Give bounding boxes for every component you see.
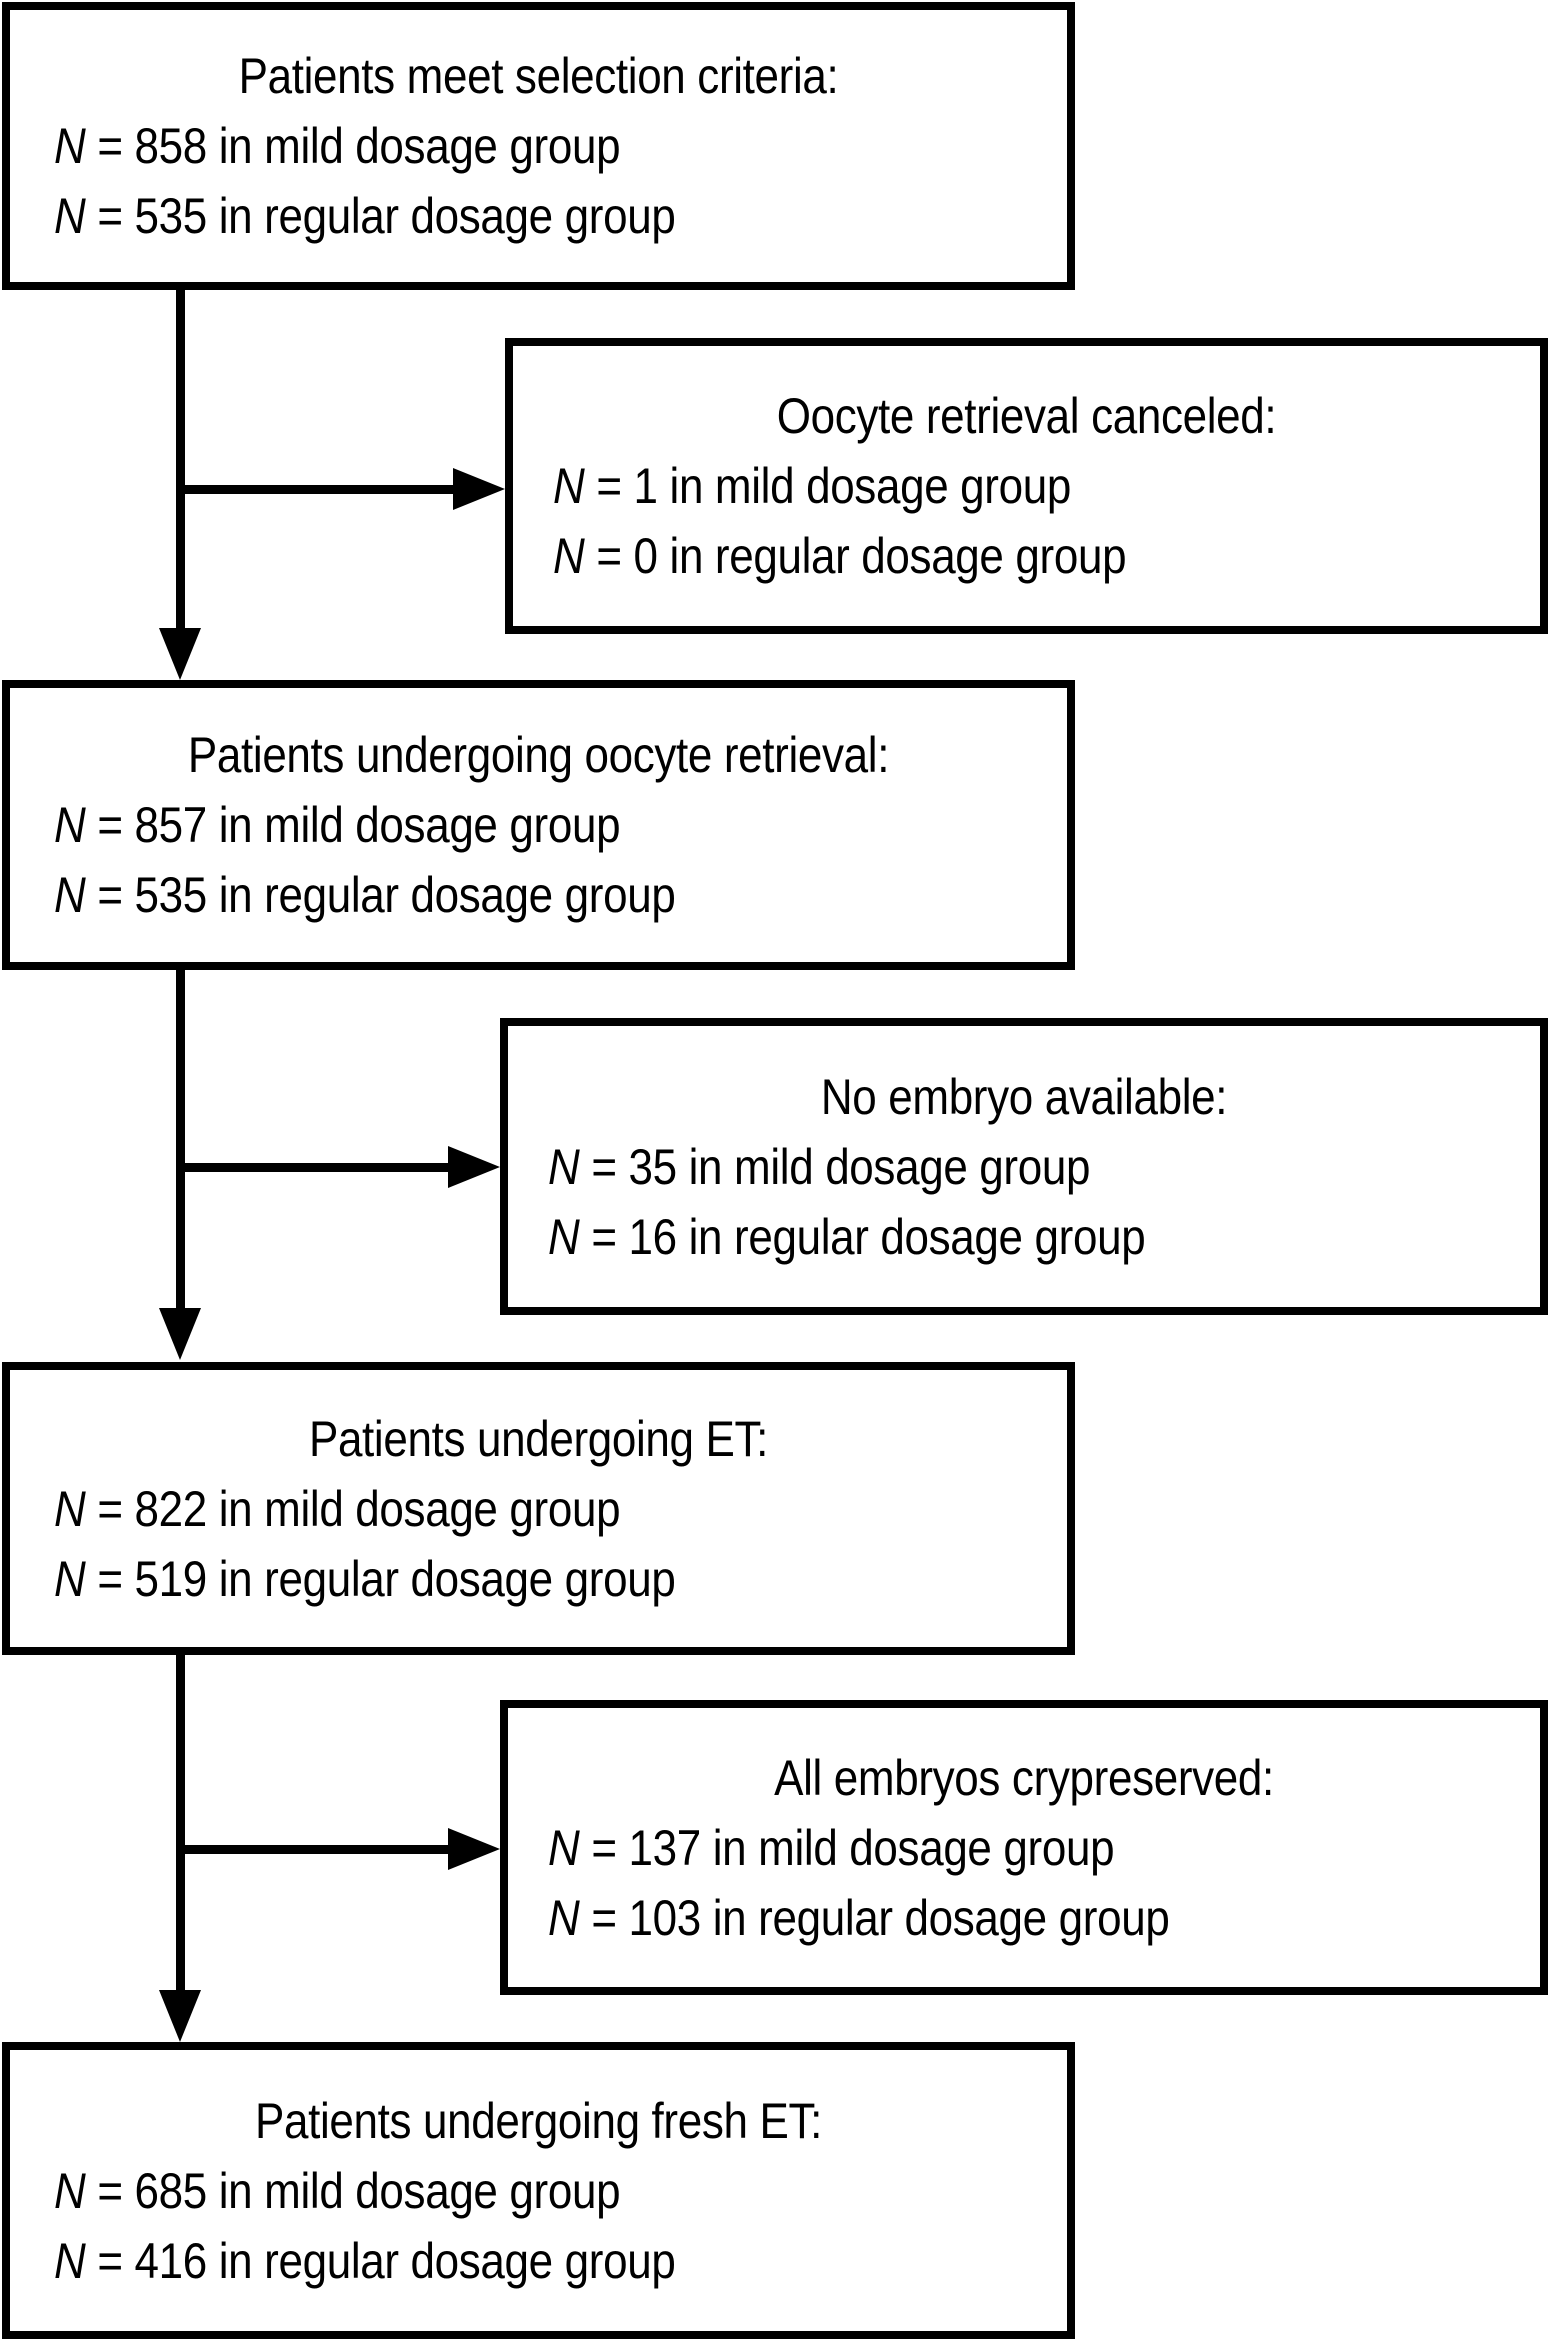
n-symbol: N: [54, 797, 86, 853]
n-value: = 535 in regular dosage group: [97, 188, 676, 244]
node-title: Patients undergoing fresh ET:: [254, 2092, 823, 2149]
n-symbol: N: [553, 458, 585, 514]
node-stat-line: N = 822 in mild dosage group: [54, 1481, 907, 1537]
node-all-embryos-crypreserved: All embryos crypreserved: N = 137 in mil…: [500, 1700, 1548, 1995]
n-value: = 822 in mild dosage group: [97, 1480, 621, 1537]
n-symbol: N: [553, 528, 585, 584]
n-value: = 35 in mild dosage group: [591, 1138, 1091, 1195]
n-symbol: N: [548, 1819, 580, 1876]
node-stat-line: N = 137 in mild dosage group: [548, 1820, 1386, 1876]
node-stat-line: N = 535 in regular dosage group: [54, 867, 907, 923]
n-symbol: N: [54, 2232, 86, 2289]
node-selection-criteria: Patients meet selection criteria: N = 85…: [2, 2, 1075, 290]
arrowhead-down-2: [159, 1308, 201, 1360]
n-symbol: N: [54, 2162, 86, 2219]
n-value: = 1 in mild dosage group: [596, 458, 1071, 514]
node-stat-line: N = 1 in mild dosage group: [553, 458, 1386, 514]
arrowhead-down-1: [159, 628, 201, 680]
node-undergoing-fresh-et: Patients undergoing fresh ET: N = 685 in…: [2, 2042, 1075, 2339]
n-symbol: N: [54, 867, 86, 923]
node-stat-line: N = 16 in regular dosage group: [548, 1209, 1386, 1265]
node-stat-line: N = 416 in regular dosage group: [54, 2233, 907, 2289]
node-stat-line: N = 857 in mild dosage group: [54, 797, 907, 853]
node-title: All embryos crypreserved:: [774, 1749, 1274, 1806]
n-value: = 16 in regular dosage group: [591, 1208, 1146, 1265]
n-symbol: N: [54, 1550, 86, 1607]
n-value: = 535 in regular dosage group: [97, 867, 676, 923]
connector-horizontal-3: [176, 1845, 461, 1854]
n-symbol: N: [54, 1480, 86, 1537]
n-value: = 685 in mild dosage group: [97, 2162, 621, 2219]
arrowhead-down-3: [159, 1990, 201, 2042]
connector-vertical-3: [176, 1655, 185, 1992]
node-stat-line: N = 858 in mild dosage group: [54, 118, 907, 174]
n-value: = 103 in regular dosage group: [591, 1889, 1170, 1946]
n-symbol: N: [54, 118, 86, 174]
node-title: Patients undergoing oocyte retrieval:: [187, 727, 890, 783]
n-value: = 857 in mild dosage group: [97, 797, 621, 853]
node-stat-line: N = 685 in mild dosage group: [54, 2163, 907, 2219]
connector-vertical-2: [176, 970, 185, 1310]
node-title: Patients undergoing ET:: [308, 1410, 769, 1467]
node-title: No embryo available:: [820, 1068, 1228, 1125]
arrowhead-right-3: [448, 1828, 500, 1870]
node-undergoing-et: Patients undergoing ET: N = 822 in mild …: [2, 1362, 1075, 1655]
node-title: Patients meet selection criteria:: [238, 48, 839, 104]
arrowhead-right-2: [448, 1146, 500, 1188]
node-stat-line: N = 0 in regular dosage group: [553, 528, 1386, 584]
node-title: Oocyte retrieval canceled:: [776, 388, 1277, 444]
node-stat-line: N = 35 in mild dosage group: [548, 1139, 1386, 1195]
arrowhead-right-1: [453, 468, 505, 510]
node-stat-line: N = 535 in regular dosage group: [54, 188, 907, 244]
node-stat-line: N = 103 in regular dosage group: [548, 1890, 1386, 1946]
connector-vertical-1: [176, 290, 185, 630]
connector-horizontal-2: [176, 1163, 461, 1172]
n-value: = 416 in regular dosage group: [97, 2232, 676, 2289]
n-value: = 0 in regular dosage group: [596, 528, 1127, 584]
n-value: = 858 in mild dosage group: [97, 118, 621, 174]
node-stat-line: N = 519 in regular dosage group: [54, 1551, 907, 1607]
n-value: = 137 in mild dosage group: [591, 1819, 1115, 1876]
n-value: = 519 in regular dosage group: [97, 1550, 676, 1607]
n-symbol: N: [54, 188, 86, 244]
node-undergoing-oocyte-retrieval: Patients undergoing oocyte retrieval: N …: [2, 680, 1075, 970]
n-symbol: N: [548, 1138, 580, 1195]
node-no-embryo-available: No embryo available: N = 35 in mild dosa…: [500, 1018, 1548, 1315]
connector-horizontal-1: [176, 485, 466, 494]
node-oocyte-retrieval-canceled: Oocyte retrieval canceled: N = 1 in mild…: [505, 338, 1548, 634]
n-symbol: N: [548, 1889, 580, 1946]
n-symbol: N: [548, 1208, 580, 1265]
